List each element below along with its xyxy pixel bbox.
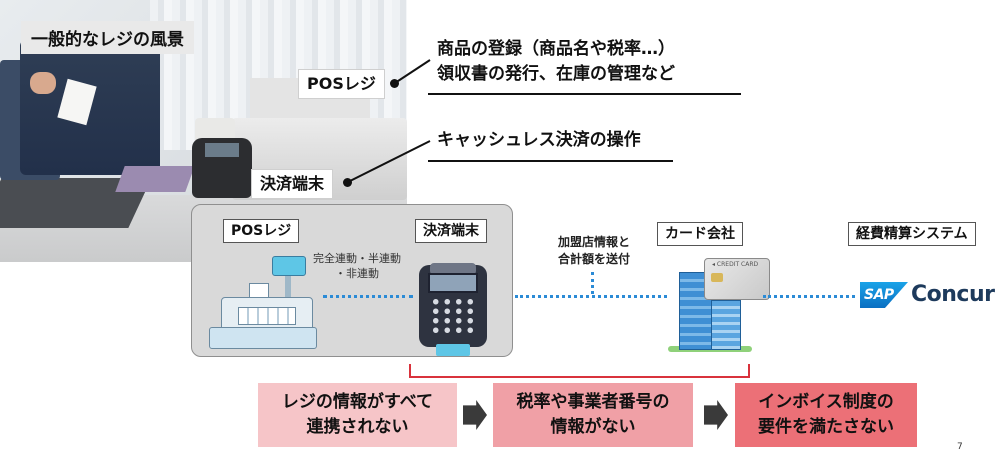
card-chip-icon: [711, 273, 723, 282]
link-note-line2: ・非連動: [335, 267, 379, 280]
photo-title: 一般的なレジの風景: [21, 21, 194, 54]
photo-terminal-screen: [205, 143, 239, 157]
sap-logo-text: SAP: [864, 287, 894, 303]
card-expense-link: [763, 295, 855, 298]
credit-card-text: ◂ CREDIT CARD: [712, 261, 759, 268]
building-annex-icon: [711, 300, 741, 350]
problem-bracket: [409, 364, 750, 378]
terminal-screen-icon: [428, 273, 478, 293]
pos-callout-line: [394, 59, 431, 84]
register-keys-icon: [238, 307, 296, 325]
pos-terminal-link: [323, 295, 413, 298]
terminal-description-underline: [428, 160, 673, 162]
merchant-note-line2: 合計額を送付: [557, 252, 630, 266]
terminal-card-icon: [436, 344, 470, 356]
pos-callout-label: POSレジ: [298, 69, 385, 99]
terminal-card-link: [515, 295, 667, 298]
terminal-callout-line: [347, 140, 431, 183]
pos-tag: POSレジ: [223, 219, 300, 243]
terminal-tag: 決済端末: [415, 219, 487, 243]
problem-text-1: レジの情報がすべて 連携されない: [281, 392, 434, 437]
terminal-keypad-icon: [430, 297, 476, 335]
photo-hand: [30, 72, 56, 94]
register-display-icon: [272, 256, 306, 276]
problem-box-1: レジの情報がすべて 連携されない: [258, 383, 457, 447]
terminal-callout-dot: [343, 178, 352, 187]
problem-box-2: 税率や事業者番号の 情報がない: [493, 383, 693, 447]
pos-description-underline: [428, 93, 741, 95]
terminal-description: キャッシュレス決済の操作: [437, 130, 641, 150]
concur-logo-text: Concur: [911, 282, 995, 307]
pos-callout-dot: [390, 79, 399, 88]
problem-box-3: インボイス制度の 要件を満たさない: [735, 383, 917, 447]
register-drawer-icon: [209, 327, 317, 349]
pos-description-line2: 領収書の発行、在庫の管理など: [437, 64, 675, 84]
terminal-top-icon: [430, 263, 476, 275]
terminal-callout-label: 決済端末: [251, 169, 334, 199]
expense-system-tag: 経費精算システム: [848, 222, 976, 246]
problem-text-3: インボイス制度の 要件を満たさない: [758, 392, 894, 437]
pos-description-line1: 商品の登録（商品名や税率…）: [437, 39, 675, 59]
page-number: 7: [957, 442, 963, 452]
merchant-note-connector: [591, 272, 594, 294]
link-note-line1: 完全連動・半連動: [313, 252, 401, 265]
register-pole-icon: [285, 276, 291, 298]
card-company-tag: カード会社: [657, 222, 743, 246]
merchant-note-line1: 加盟店情報と: [557, 235, 630, 249]
problem-text-2: 税率や事業者番号の 情報がない: [516, 392, 670, 437]
